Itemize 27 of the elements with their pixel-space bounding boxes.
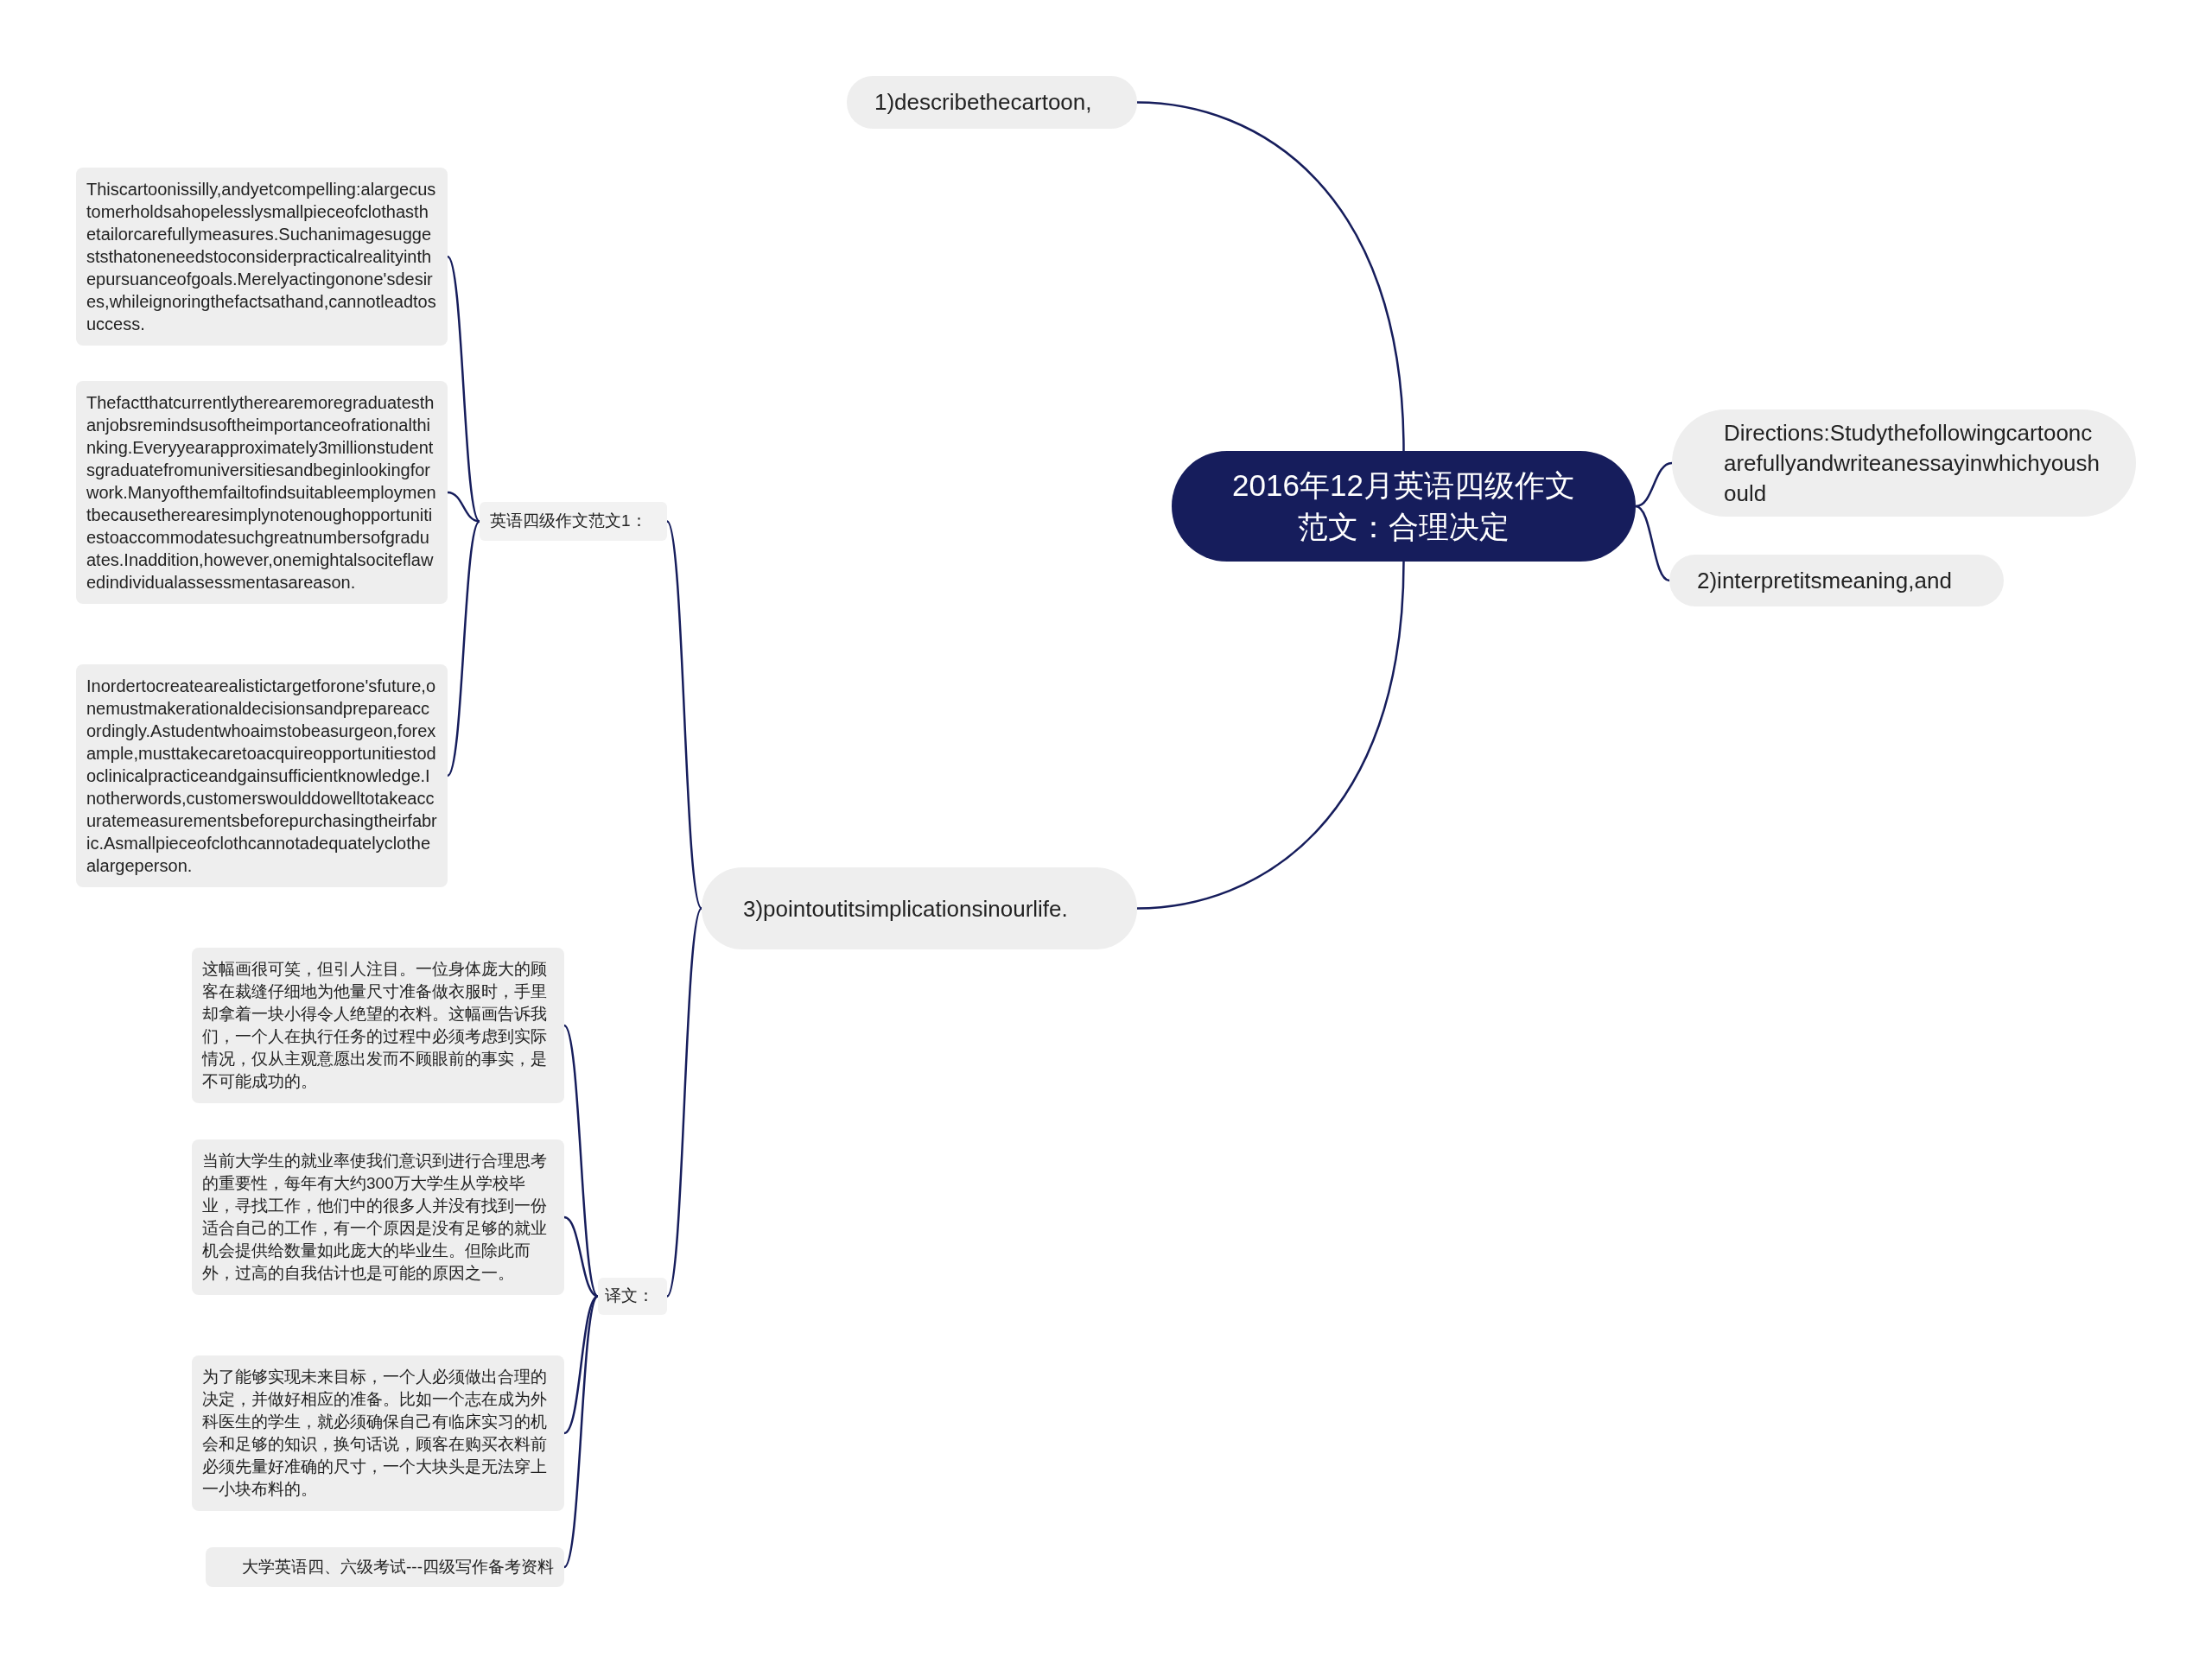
connector-line — [1635, 461, 1673, 508]
paragraph-card: Thiscartoonissilly,andyetcompelling:alargecustomerholdsahopelesslysmallpieceofclothasthetailorcarefullymeasures.Suchanimagesuggeststhatoneneedstoconsiderpracticalrealityinthepursuanceofgoals.Merelyactingonone'sdesires,whileignoringthefactsathand,cannotleadtosuccess. — [76, 168, 448, 346]
connector-line — [665, 907, 703, 1298]
topic-pill: 1)describethecartoon, — [847, 76, 1137, 129]
paragraph-card: Inordertocreatearealistictargetforone'sfuture,onemustmakerationaldecisionsandprepareaccordingly.Astudentwhoaimstobeasurgeon,forexample,musttakecaretoacquireopportunitiestodoclinicalpracticeandgainsufficientknowledge.Inotherwords,customerswoulddowelltotakeaccuratemeasurementsbeforepurchasingtheirfabric.Asmallpieceofclothcannotadequatelyclothealargeperson. — [76, 664, 448, 887]
connector-line — [563, 1025, 599, 1298]
connector-line — [446, 256, 481, 523]
topic-pill: 3)pointoutitsimplicationsinourlife. — [702, 867, 1137, 949]
paragraph-card: 当前大学生的就业率使我们意识到进行合理思考的重要性，每年有大约300万大学生从学校毕业，寻找工作，他们中的很多人并没有找到一份适合自己的工作，有一个原因是没有足够的就业机会提供给数量如此庞大的毕业生。但除此而外，过高的自我估计也是可能的原因之一。 — [192, 1139, 564, 1295]
paragraph-card: 为了能够实现未来目标，一个人必须做出合理的决定，并做好相应的准备。比如一个志在成为外科医生的学生，就必须确保自己有临床实习的机会和足够的知识，换句话说，顾客在购买衣料前必须先量好准确的尺寸，一个大块头是无法穿上一小块布料的。 — [192, 1355, 564, 1511]
connector-line — [1136, 101, 1405, 452]
topic-pill: 2)interpretitsmeaning,and — [1669, 555, 2004, 606]
paragraph-card: Thefactthatcurrentlytherearemoregraduatesthanjobsremindsusoftheimportanceofrationalthinking.Everyyearapproximately3millionstudentsgraduatefromuniversitiesandbeginlookingforwork.Manyofthemfailtofindsuitableemploymentbecausetherearesimplynotenoughopportunitiestoaccommodatesuchgreatnumbersofgraduates.Inaddition,however,onemightalsociteflawedindividualassessmentasareason. — [76, 381, 448, 604]
paragraph-card: 这幅画很可笑，但引人注目。一位身体庞大的顾客在裁缝仔细地为他量尺寸准备做衣服时，手里却拿着一块小得令人绝望的衣料。这幅画告诉我们，一个人在执行任务的过程中必须考虑到实际情况，仅从主观意愿出发而不顾眼前的事实，是不可能成功的。 — [192, 948, 564, 1103]
footnote-card: 大学英语四、六级考试---四级写作备考资料 — [206, 1547, 564, 1587]
connector-line — [563, 1216, 599, 1298]
connector-line — [665, 520, 703, 910]
topic-pill: Directions:Studythefollowingcartooncarefullyandwriteanessayinwhichyoushould — [1672, 409, 2136, 517]
connector-line — [563, 1295, 599, 1435]
connector-line — [563, 1295, 599, 1568]
subtopic-label: 译文： — [598, 1278, 667, 1315]
subtopic-label: 英语四级作文范文1： — [480, 502, 667, 541]
connector-line — [1136, 561, 1405, 910]
root-topic: 2016年12月英语四级作文范文：合理决定 — [1172, 451, 1636, 562]
connector-line — [447, 520, 480, 777]
connector-line — [447, 491, 480, 523]
connector-line — [1635, 505, 1670, 582]
